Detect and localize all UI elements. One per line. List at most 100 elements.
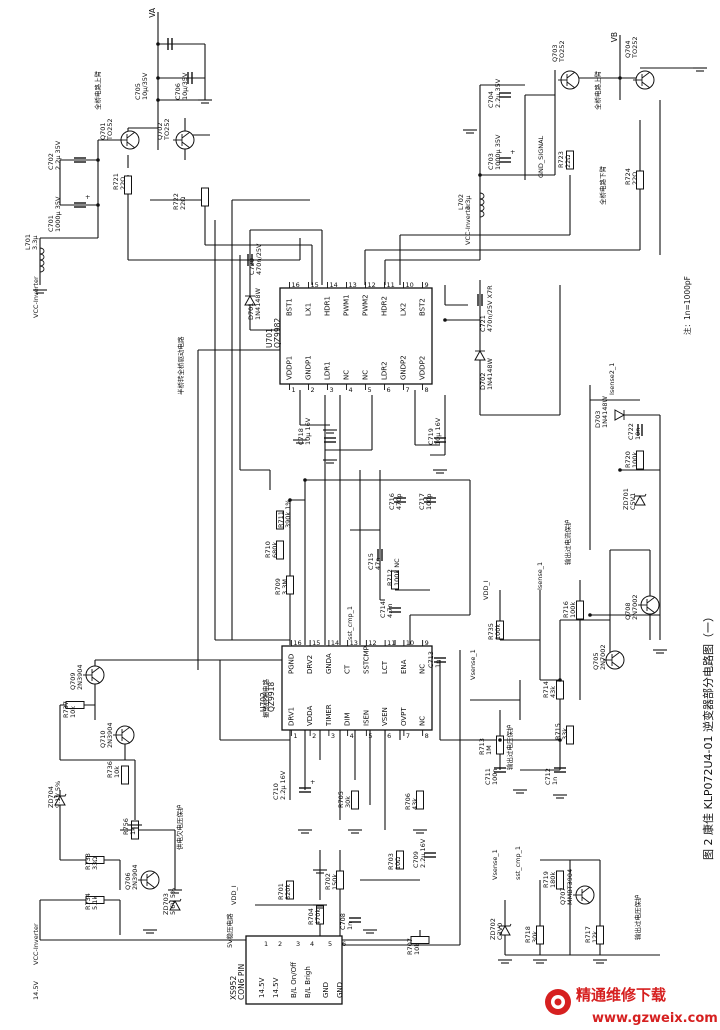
ground-icon xyxy=(168,889,182,894)
r702-ref: R702 xyxy=(324,873,332,890)
r705-val: 30k xyxy=(344,796,352,808)
u701-pin-name: VDDP1 xyxy=(286,356,294,380)
l701-ref: L701 xyxy=(24,234,32,250)
u702-pin-name: OVPT xyxy=(400,707,408,726)
c712-ref: C712 xyxy=(544,768,552,785)
r714-ref: R714 xyxy=(542,681,550,698)
q707-val: MMBT3904 xyxy=(566,869,574,905)
u701-pin-name: PWM2 xyxy=(362,294,370,316)
c720-ref: C720 xyxy=(248,258,256,275)
c713-ref: C713 xyxy=(427,651,435,668)
u702-pin-number: 2 xyxy=(312,732,316,740)
c718-val: 10μ 16V xyxy=(304,417,312,445)
c702-ref: C702 xyxy=(47,153,55,170)
r717-resistor xyxy=(596,925,604,945)
xs952-connector xyxy=(245,935,343,1005)
c705-ref: C705 xyxy=(134,83,142,100)
r704-ref: R704 xyxy=(307,908,315,925)
c708-capacitor xyxy=(349,917,361,923)
q709-ref: Q709 xyxy=(69,672,77,690)
d702-ref: D702 xyxy=(479,373,487,390)
r737-val: 10k xyxy=(69,706,77,718)
u702-pin-name: ENA xyxy=(400,659,408,674)
u701-pin-number: 9 xyxy=(425,281,429,289)
c710-capacitor: + xyxy=(299,778,315,793)
chip-pins: 16BST115LX114HDR113PWM112PWM211HDR210LX2… xyxy=(258,281,429,998)
r703-val: 10Ω xyxy=(394,857,402,870)
section-out-oc-prot: 输出过电流保护 xyxy=(563,520,572,566)
q701-val: TO252 xyxy=(106,119,114,142)
junction-dot xyxy=(156,42,160,46)
c706-capacitor xyxy=(187,72,193,84)
c702-val: 2.2μ 35V xyxy=(54,140,62,170)
u702-pin-name: NC xyxy=(419,716,427,726)
r718-val: 30k xyxy=(531,931,539,943)
u702-pin-name: CT xyxy=(344,664,352,674)
r709-ref: R709 xyxy=(274,578,282,595)
c713-val: 1n xyxy=(434,660,442,668)
section-titles: 全桥电路上臂 全桥电路上臂 全桥电路下臂 半桥转全桥驱动电路 振荡控制电路 供电… xyxy=(93,71,642,949)
net-vsense-1a: Vsense_1 xyxy=(469,649,477,680)
u701-pin-number: 12 xyxy=(368,281,376,289)
c709-capacitor xyxy=(424,852,436,858)
r724-ref: R724 xyxy=(624,168,632,185)
zd704-val: 9.1V 5% xyxy=(54,781,62,808)
xs952-part: CON6 PIN xyxy=(237,964,246,1000)
u701-pin-number: 6 xyxy=(387,386,391,394)
net-gnd-signal: GND_SIGNAL xyxy=(537,135,545,178)
junction-dot xyxy=(618,76,622,80)
r713-resistor xyxy=(496,735,504,755)
u702-pin-name: PGND xyxy=(287,654,295,674)
r723-resistor xyxy=(566,150,574,170)
r716-val: 100k xyxy=(569,602,577,618)
svg-text:+: + xyxy=(510,148,515,156)
svg-text:+: + xyxy=(85,193,90,201)
c711-val: 100n xyxy=(491,768,499,785)
r735-resistor xyxy=(496,620,504,640)
u702-chip xyxy=(281,645,433,731)
rail-va: VA xyxy=(148,7,157,18)
ground-icon xyxy=(313,904,327,909)
c701-ref: C701 xyxy=(47,215,55,232)
net-isense2-1: Isense2_1 xyxy=(608,363,616,395)
c720-val: 470n/25V xyxy=(255,243,263,275)
resistors xyxy=(65,150,644,945)
u701-pin-number: 3 xyxy=(330,386,334,394)
u701-pin-name: GNDP2 xyxy=(400,355,408,380)
c710-ref: C710 xyxy=(272,783,280,800)
u702-pin-number: 6 xyxy=(387,732,391,740)
u701-pin-name: BST2 xyxy=(419,298,427,316)
c706-ref: C706 xyxy=(174,83,182,100)
r736-ref: R736 xyxy=(106,761,114,778)
r721-val: 22Ω xyxy=(119,177,127,190)
q706-transistor xyxy=(138,870,160,890)
ground-icon xyxy=(513,789,527,794)
junction-dot xyxy=(588,613,592,617)
u701-pin-name: LX1 xyxy=(305,303,313,316)
u702-ref: U702 xyxy=(259,692,268,712)
zd701-val: C5V1 xyxy=(629,493,637,510)
u702-pin-number: 12 xyxy=(368,639,376,647)
u701-pin-number: 13 xyxy=(349,281,357,289)
r704-val: 470k xyxy=(314,909,322,925)
zd704-diode xyxy=(53,793,67,806)
u701-pin-number: 5 xyxy=(368,386,372,394)
c710-val: 2.2μ 16V xyxy=(279,770,287,800)
c703-ref: C703 xyxy=(487,153,495,170)
u702-pin-name: LCT xyxy=(381,660,389,674)
r723-ref: R723 xyxy=(557,151,565,168)
junction-dot xyxy=(558,678,562,682)
rail-vdd-i-2: VDD_I xyxy=(482,580,490,600)
r711-resistor xyxy=(276,510,284,530)
zd703-diode xyxy=(168,898,182,911)
u701-pin-name: GNDP1 xyxy=(305,355,313,380)
q702-transistor xyxy=(173,130,195,150)
r711-val: 390k 1% xyxy=(284,499,292,528)
u702-pin-number: 13 xyxy=(350,639,358,647)
c701-capacitor: + xyxy=(74,193,90,208)
svg-text:+: + xyxy=(310,778,315,786)
r734-resistor xyxy=(85,896,105,904)
r714-val: 43k xyxy=(549,686,557,698)
rail-vb: VB xyxy=(610,32,619,42)
